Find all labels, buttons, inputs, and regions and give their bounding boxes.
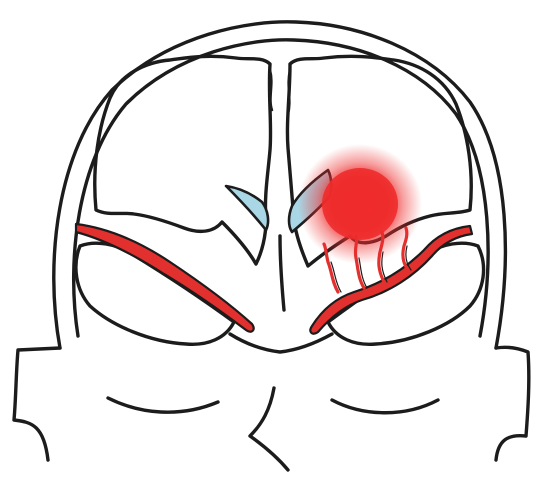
right-sulcus — [288, 70, 290, 114]
left-ventricle — [226, 186, 268, 230]
skull-outer-contour — [54, 22, 506, 348]
left-jaw-line — [14, 348, 60, 460]
right-jaw-line — [496, 347, 529, 460]
hemorrhage-core — [322, 168, 398, 240]
left-cheek-line — [108, 398, 218, 412]
left-hemisphere — [95, 56, 271, 264]
midline-fissure — [280, 236, 284, 310]
brain-hemispheres-icon — [76, 56, 484, 352]
brainstem-base — [230, 334, 332, 352]
left-sulcus — [270, 70, 272, 110]
hemorrhage-spot-icon — [298, 144, 422, 264]
right-cheek-line — [332, 400, 438, 413]
nose-line — [250, 388, 288, 470]
middle-cerebral-artery-icon — [76, 224, 472, 334]
